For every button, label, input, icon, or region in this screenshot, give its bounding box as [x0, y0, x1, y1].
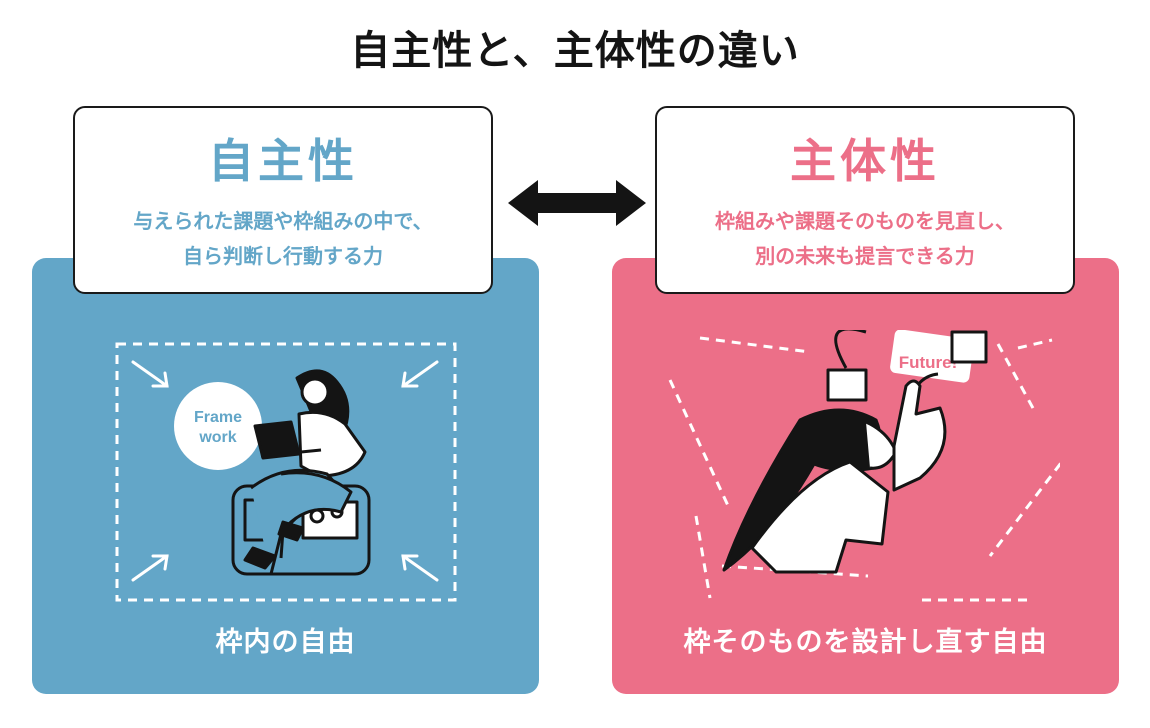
framework-bubble: Frame work: [174, 382, 262, 470]
future-illustration: Future!: [668, 330, 1060, 602]
bubble-text-line-2: work: [198, 429, 236, 446]
proactivity-desc-line-1: 枠組みや課題そのものを見直し、: [715, 209, 1015, 233]
inward-arrow-icon: [131, 360, 439, 582]
dashed-frame: [115, 342, 457, 602]
framework-illustration: Frame work: [115, 342, 457, 602]
proactivity-description: 枠組みや課題そのものを見直し、 別の未来も提言できる力: [675, 204, 1055, 274]
proactivity-caption: 枠そのものを設計し直す自由: [683, 627, 1048, 658]
future-note-label: Future!: [899, 353, 958, 372]
autonomy-caption: 枠内の自由: [215, 627, 356, 658]
proactivity-desc-line-2: 別の未来も提言できる力: [755, 244, 975, 268]
page-title: 自主性と、主体性の違い: [350, 28, 800, 74]
curved-arrow-icon: [834, 330, 867, 369]
autonomy-desc-line-1: 与えられた課題や枠組みの中で、: [133, 209, 433, 233]
dashed-broken-frame: [668, 336, 1060, 602]
autonomy-description: 与えられた課題や枠組みの中で、 自ら判断し行動する力: [93, 204, 473, 274]
autonomy-card: 自主性 与えられた課題や枠組みの中で、 自ら判断し行動する力: [73, 106, 493, 294]
autonomy-heading: 自主性: [208, 134, 358, 188]
woman-with-laptop-illustration: [231, 369, 371, 576]
proactivity-card: 主体性 枠組みや課題そのものを見直し、 別の未来も提言できる力: [655, 106, 1075, 294]
bubble-text-line-1: Frame: [194, 409, 242, 426]
autonomy-desc-line-2: 自ら判断し行動する力: [183, 244, 383, 268]
double-arrow-icon: [508, 180, 646, 226]
woman-pointing-illustration: [722, 330, 988, 574]
proactivity-heading: 主体性: [790, 134, 940, 188]
